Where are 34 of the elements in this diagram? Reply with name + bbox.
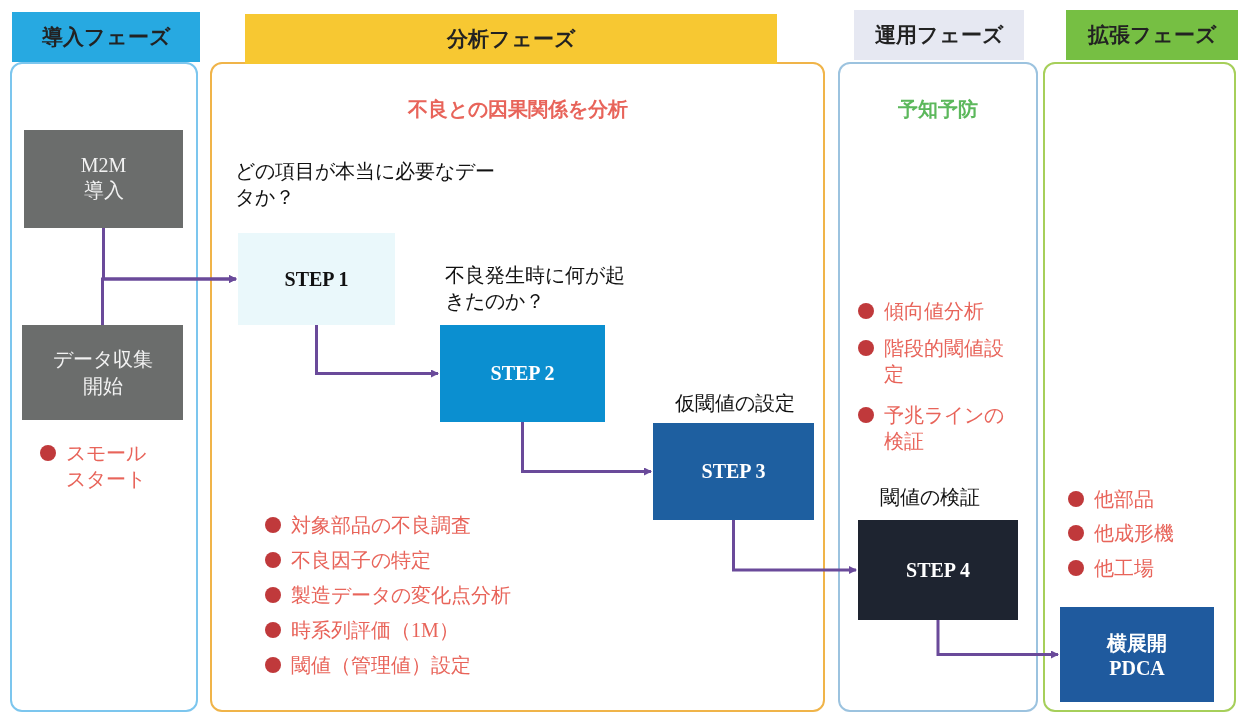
step-caption: どの項目が本当に必要なデータか？ <box>235 159 495 210</box>
subtitle: 不良との因果関係を分析 <box>406 97 629 122</box>
bullet-item: 閾値（管理値）設定 <box>263 652 591 678</box>
bullet-item: 他成形機 <box>1066 520 1238 546</box>
bullet-item: 不良因子の特定 <box>263 547 591 573</box>
arrow <box>521 422 652 476</box>
phase-tab: 拡張フェーズ <box>1066 10 1238 60</box>
bullet-item: スモールスタート <box>38 440 156 492</box>
bullet-item: 製造データの変化点分析 <box>263 582 591 608</box>
step-box: M2M 導入 <box>24 130 183 228</box>
phase-tab: 分析フェーズ <box>245 14 777 64</box>
step-box: STEP 3 <box>653 423 814 520</box>
step-caption: 閾値の検証 <box>880 485 981 510</box>
subtitle: 予知予防 <box>897 97 979 122</box>
arrow <box>101 275 237 325</box>
bullet-item: 対象部品の不良調査 <box>263 512 591 538</box>
step-box: STEP 2 <box>440 325 605 422</box>
bullet-item: 階段的閾値設定 <box>856 335 1016 387</box>
step-box: STEP 4 <box>858 520 1018 620</box>
phase-tab: 導入フェーズ <box>12 12 200 62</box>
bullet-item: 時系列評価（1M） <box>263 617 591 643</box>
step-box: データ収集開始 <box>22 325 183 420</box>
step-box: 横展開 PDCA <box>1060 607 1214 702</box>
bullet-item: 予兆ラインの検証 <box>856 402 1016 454</box>
step-caption: 仮閾値の設定 <box>675 391 796 416</box>
arrow <box>315 325 439 378</box>
arrow <box>732 520 857 574</box>
step-caption: 不良発生時に何が起きたのか？ <box>445 263 626 314</box>
phase-tab: 運用フェーズ <box>854 10 1024 60</box>
bullet-item: 他部品 <box>1066 486 1238 512</box>
bullet-item: 傾向値分析 <box>856 298 1054 324</box>
arrow <box>936 620 1059 659</box>
step-box: STEP 1 <box>238 233 395 325</box>
bullet-item: 他工場 <box>1066 555 1238 581</box>
